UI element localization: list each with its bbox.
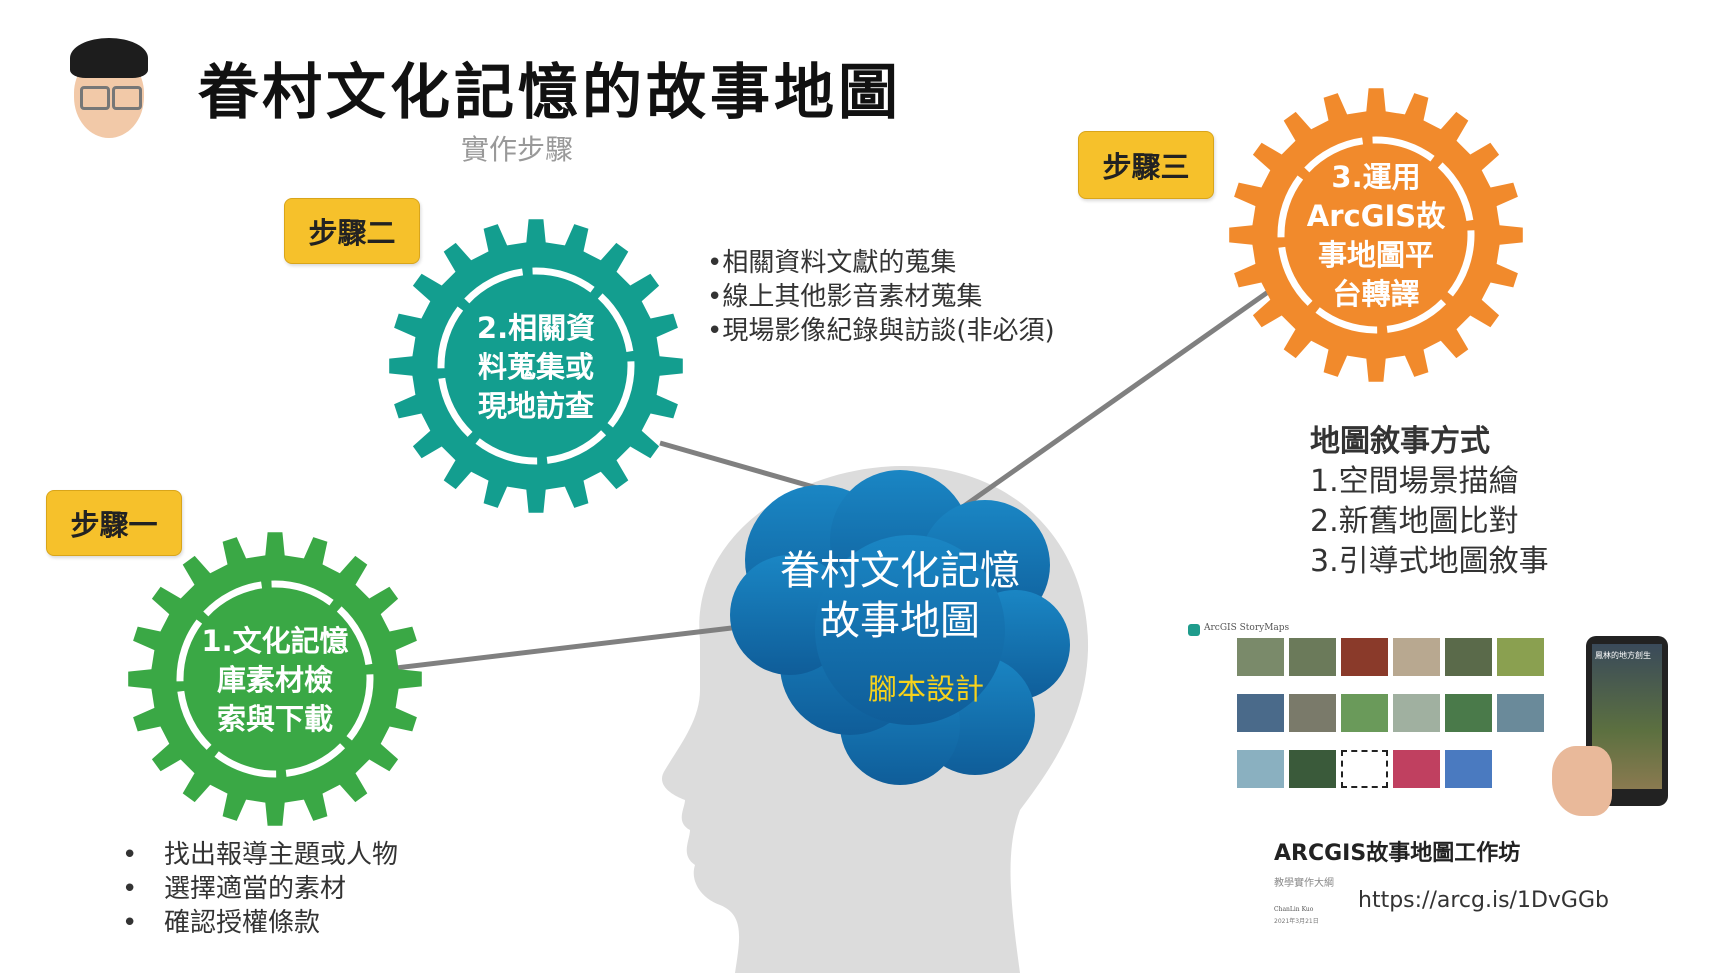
thumbnail-grid	[1237, 638, 1567, 808]
thumbnail[interactable]	[1237, 750, 1284, 788]
workshop-title: ARCGIS故事地圖工作坊	[1274, 841, 1521, 866]
thumbnail[interactable]	[1497, 694, 1544, 732]
thumbnail[interactable]	[1289, 638, 1336, 676]
gear-inner-ring	[437, 267, 635, 465]
storymaps-logo-icon	[1188, 624, 1200, 636]
step2-bullets: •相關資料文獻的蒐集 •線上其他影音素材蒐集 •現場影像紀錄與訪談(非必須)	[707, 246, 1055, 348]
storymaps-preview: ArcGIS StoryMaps 鳳林的地方創生	[1182, 616, 1706, 816]
gear-inner-ring	[1277, 136, 1475, 334]
connector-step3	[955, 289, 1270, 514]
step2-gear-label: 2.相關資料蒐集或現地訪查	[476, 311, 596, 423]
workshop-author: ChanLin Kuo	[1274, 906, 1314, 913]
thumbnail[interactable]	[1445, 638, 1492, 676]
thumbnail[interactable]	[1341, 750, 1388, 788]
list-item: •線上其他影音素材蒐集	[707, 282, 983, 312]
narrative-list: 地圖敘事方式 1.空間場景描繪 2.新舊地圖比對 3.引導式地圖敘事	[1310, 422, 1549, 582]
list-item: •確認授權條款	[122, 908, 321, 938]
step1-bullets: •找出報導主題或人物 •選擇適當的素材 •確認授權條款	[122, 838, 398, 940]
list-item: 3.引導式地圖敘事	[1310, 544, 1549, 579]
thumbnail[interactable]	[1289, 694, 1336, 732]
thumbnail[interactable]	[1237, 638, 1284, 676]
list-item: •相關資料文獻的蒐集	[707, 248, 957, 278]
list-item: •現場影像紀錄與訪談(非必須)	[707, 316, 1055, 346]
narrative-heading: 地圖敘事方式	[1310, 424, 1490, 459]
thumbnail[interactable]	[1341, 694, 1388, 732]
hand	[1552, 746, 1612, 816]
step1-gear-label: 1.文化記憶庫素材檢索與下載	[201, 624, 349, 736]
workshop-date: 2021年3月21日	[1274, 918, 1319, 925]
step2-badge: 步驟二	[284, 198, 420, 264]
thumbnail[interactable]	[1393, 638, 1440, 676]
list-item: 1.空間場景描繪	[1310, 464, 1519, 499]
phone-title: 鳳林的地方創生	[1595, 651, 1651, 660]
gear-inner-ring	[176, 580, 374, 778]
connector-step1	[361, 624, 741, 675]
workshop-subtitle: 教學實作大綱	[1274, 878, 1334, 889]
center-sublabel: 腳本設計	[868, 672, 985, 706]
page-title: 眷村文化記憶的故事地圖	[198, 58, 902, 128]
page-subtitle: 實作步驟	[461, 133, 574, 166]
gear-1	[128, 532, 422, 826]
thumbnail[interactable]	[1237, 694, 1284, 732]
list-item: •找出報導主題或人物	[122, 840, 399, 870]
list-item: •選擇適當的素材	[122, 874, 347, 904]
thumbnail[interactable]	[1445, 694, 1492, 732]
thumbnail[interactable]	[1393, 694, 1440, 732]
step1-badge: 步驟一	[46, 490, 182, 556]
gear-2	[389, 219, 683, 513]
thumbnail[interactable]	[1341, 638, 1388, 676]
step3-badge: 步驟三	[1078, 131, 1214, 199]
storymaps-brand: ArcGIS StoryMaps	[1204, 623, 1290, 633]
thumbnail[interactable]	[1393, 750, 1440, 788]
thumbnail[interactable]	[1289, 750, 1336, 788]
thumbnail[interactable]	[1497, 638, 1544, 676]
workshop-url[interactable]: https://arcg.is/1DvGGb	[1358, 888, 1609, 913]
cloud	[730, 470, 1070, 785]
gear-3	[1229, 88, 1523, 382]
avatar	[68, 38, 150, 138]
list-item: 2.新舊地圖比對	[1310, 504, 1519, 539]
thumbnail[interactable]	[1445, 750, 1492, 788]
center-label: 眷村文化記憶故事地圖	[780, 548, 1020, 644]
